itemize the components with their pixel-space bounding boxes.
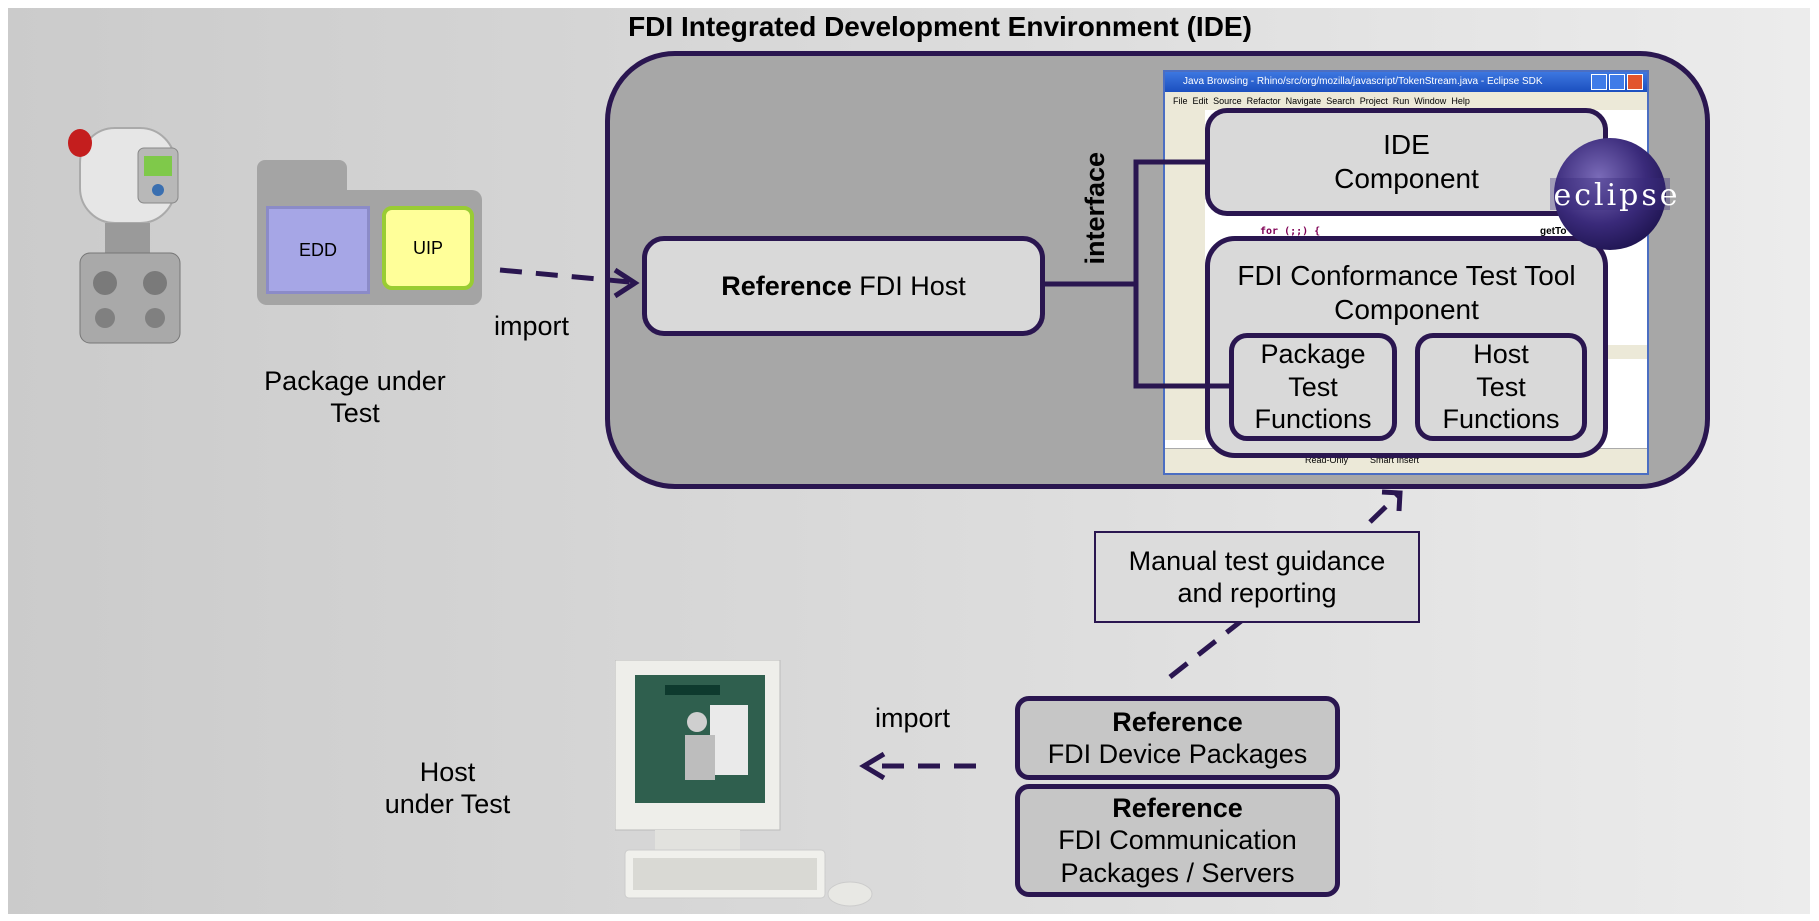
manual-test-guidance-box: Manual test guidance and reporting: [1094, 531, 1420, 623]
uip-box: UIP: [382, 206, 474, 290]
ide-component-line1: IDE: [1383, 129, 1430, 161]
diagram-title: FDI Integrated Development Environment (…: [628, 11, 1252, 42]
ide-component-line2: Component: [1334, 163, 1479, 194]
import-top-arrowhead: [613, 267, 640, 299]
reference-communication-packages-box: Reference FDI Communication Packages / S…: [1015, 784, 1340, 897]
guidance-arrow-line: [1168, 616, 1247, 679]
menu-search: Search: [1326, 96, 1355, 106]
import-bottom-arrowhead: [859, 751, 886, 781]
eclipse-logo-text: eclipse: [1553, 178, 1681, 213]
reference-host-rest: FDI Host: [851, 270, 966, 301]
guidance-line2: and reporting: [1177, 578, 1337, 608]
guidance-line1: Manual test guidance: [1128, 545, 1386, 576]
eclipse-window-controls: [1591, 74, 1643, 90]
reference-fdi-host-box: Reference FDI Host: [642, 236, 1045, 336]
interface-bracket: [1133, 159, 1229, 389]
guidance-arrowhead: [1381, 489, 1403, 512]
import-top-arrow-line: [499, 267, 631, 285]
package-test-functions-box: Package Test Functions: [1229, 333, 1397, 441]
ref-comm-line3: Packages / Servers: [1060, 857, 1295, 888]
package-fn-line3: Functions: [1254, 404, 1372, 435]
package-under-test-caption: Package under Test: [240, 365, 470, 430]
package-folder-tab: [257, 160, 347, 195]
status-readonly: Read-Only: [1305, 455, 1349, 465]
maximize-icon: [1609, 74, 1625, 90]
menu-file: File: [1173, 96, 1188, 106]
menu-refactor: Refactor: [1246, 96, 1281, 106]
menu-navigate: Navigate: [1285, 96, 1322, 106]
eclipse-logo-icon: [1550, 138, 1670, 250]
edd-box: EDD: [266, 206, 370, 294]
field-device-image: [68, 127, 181, 344]
package-caption-line1: Package under: [264, 366, 446, 396]
menu-edit: Edit: [1192, 96, 1209, 106]
menu-source: Source: [1213, 96, 1242, 106]
ref-device-bold: Reference: [1112, 706, 1243, 737]
host-fn-line3: Functions: [1442, 404, 1560, 435]
eclipse-menubar: File Edit Source Refactor Navigate Searc…: [1165, 92, 1647, 110]
host-fn-line2: Test: [1476, 371, 1526, 402]
package-fn-line2: Test: [1288, 371, 1338, 402]
host-caption-line1: Host: [419, 757, 476, 787]
outline-item: getTo: [1540, 226, 1567, 237]
minimize-icon: [1591, 74, 1607, 90]
close-icon: [1627, 74, 1643, 90]
ctt-line1: FDI Conformance Test Tool: [1237, 260, 1576, 291]
menu-window: Window: [1414, 96, 1447, 106]
desktop-computer-image: [615, 660, 873, 907]
ctt-line2: Component: [1334, 293, 1479, 325]
host-caption-line2: under Test: [384, 789, 511, 820]
host-fn-line1: Host: [1473, 339, 1529, 370]
package-caption-line2: Test: [330, 398, 380, 429]
eclipse-titlebar: Java Browsing - Rhino/src/org/mozilla/ja…: [1165, 72, 1647, 92]
ref-comm-line2: FDI Communication: [1058, 825, 1297, 856]
package-fn-line1: Package: [1260, 339, 1366, 370]
ref-device-line2: FDI Device Packages: [1047, 739, 1308, 769]
reference-device-packages-box: Reference FDI Device Packages: [1015, 696, 1340, 780]
import-bottom-label: import: [874, 703, 950, 733]
status-insert: Smart Insert: [1370, 455, 1420, 465]
import-top-label: import: [493, 311, 569, 341]
ref-comm-bold: Reference: [1112, 792, 1243, 823]
menu-run: Run: [1392, 96, 1410, 106]
menu-project: Project: [1359, 96, 1388, 106]
menu-help: Help: [1451, 96, 1470, 106]
host-test-functions-box: Host Test Functions: [1415, 333, 1587, 441]
host-under-test-caption: Host under Test: [365, 756, 530, 821]
code-line: for (;;) {: [1260, 226, 1321, 237]
ide-component-box: IDE Component: [1205, 108, 1608, 216]
reference-host-label: Reference FDI Host: [721, 270, 966, 302]
reference-host-bold: Reference: [721, 270, 852, 301]
guidance-arrow-up-line: [1368, 493, 1400, 524]
